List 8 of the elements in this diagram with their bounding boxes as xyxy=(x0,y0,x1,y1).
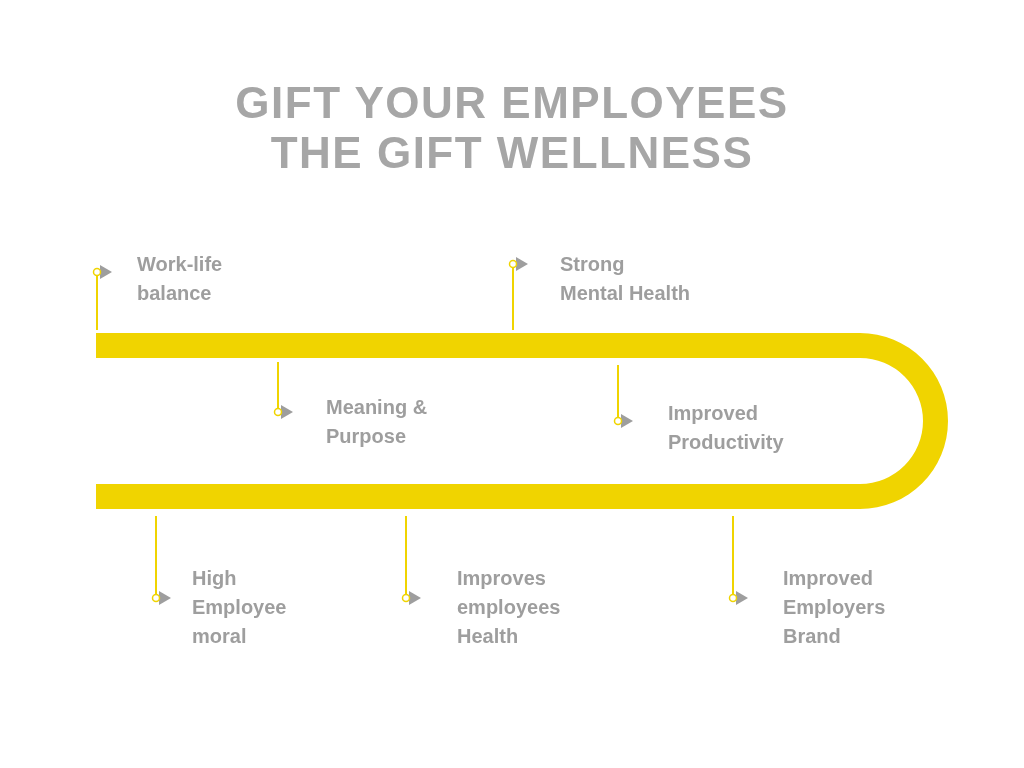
milestone-label: Strong Mental Health xyxy=(560,252,691,306)
milestone-label: Improved Productivity xyxy=(668,401,784,455)
title: GIFT YOUR EMPLOYEES THE GIFT WELLNESS xyxy=(234,78,790,178)
milestone-label: Improved Employers Brand xyxy=(783,566,886,649)
milestone-label: Meaning & Purpose xyxy=(326,395,428,449)
milestone-label: High Employee moral xyxy=(192,566,287,649)
milestone-label: Improves employees Health xyxy=(457,566,561,649)
milestone-label: Work-life balance xyxy=(137,252,223,306)
